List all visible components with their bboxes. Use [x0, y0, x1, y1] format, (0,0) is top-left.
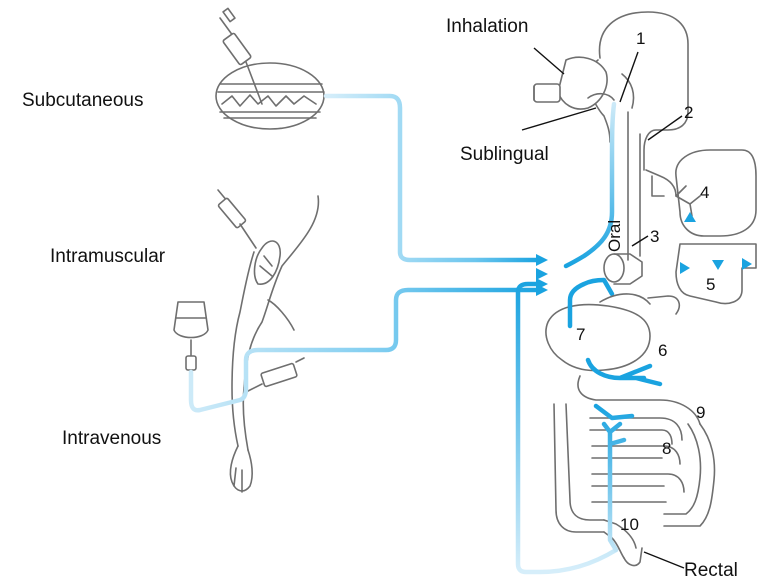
intramuscular-arrowhead: [536, 268, 548, 280]
syringe-intravenous-icon: [246, 358, 304, 392]
leader-sublingual: [522, 108, 596, 130]
esophagus: [628, 112, 640, 260]
label-oral: Oral: [605, 220, 624, 252]
subcutaneous-route-line: [326, 96, 538, 260]
leader-rectal: [644, 552, 684, 568]
inhaler-icon: [534, 57, 607, 109]
syringe-intramuscular-icon: [218, 190, 256, 248]
label-number-3: 3: [650, 227, 659, 246]
leader-1: [620, 52, 638, 102]
label-number-1: 1: [636, 29, 645, 48]
arm-illustration: [230, 196, 318, 492]
label-sublingual: Sublingual: [460, 144, 549, 165]
label-number-6: 6: [658, 341, 667, 360]
label-number-7: 7: [576, 325, 585, 344]
subcutaneous-arrowhead: [536, 254, 548, 266]
stomach-inlet: [604, 254, 642, 284]
intestine-illustration: [554, 376, 714, 565]
label-number-4: 4: [700, 183, 709, 202]
label-number-10: 10: [620, 515, 639, 534]
label-rectal: Rectal: [684, 560, 738, 579]
label-number-8: 8: [662, 439, 671, 458]
label-number-2: 2: [684, 103, 693, 122]
oral-route-line: [570, 280, 612, 306]
label-intramuscular: Intramuscular: [50, 246, 166, 267]
iv-bag-icon: [174, 302, 208, 370]
subcutaneous-skin-illustration: [216, 63, 324, 129]
label-inhalation: Inhalation: [446, 16, 528, 37]
label-number-5: 5: [706, 275, 715, 294]
label-subcutaneous: Subcutaneous: [22, 90, 144, 111]
label-number-9: 9: [696, 403, 705, 422]
leader-inhalation: [534, 48, 564, 74]
label-intravenous: Intravenous: [62, 428, 161, 449]
